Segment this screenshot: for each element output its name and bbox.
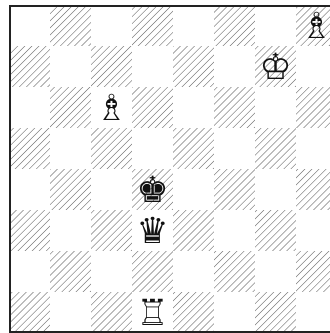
white-bishop-piece-h8[interactable]: ♗ xyxy=(300,6,330,47)
square-g1[interactable] xyxy=(255,292,296,333)
square-d6[interactable] xyxy=(132,87,173,128)
square-a3[interactable] xyxy=(9,210,50,251)
square-g5[interactable] xyxy=(255,128,296,169)
square-f1[interactable] xyxy=(214,292,255,333)
chess-board-svg: ♗♔♗♚♛♖ xyxy=(9,5,330,333)
square-f4[interactable] xyxy=(214,169,255,210)
square-c8[interactable] xyxy=(91,5,132,46)
square-b8[interactable] xyxy=(50,5,91,46)
square-c2[interactable] xyxy=(91,251,132,292)
square-a6[interactable] xyxy=(9,87,50,128)
chess-board: ♗♔♗♚♛♖ xyxy=(9,5,330,333)
square-d7[interactable] xyxy=(132,46,173,87)
square-c1[interactable] xyxy=(91,292,132,333)
square-e4[interactable] xyxy=(173,169,214,210)
square-h4[interactable] xyxy=(296,169,330,210)
square-e7[interactable] xyxy=(173,46,214,87)
square-e3[interactable] xyxy=(173,210,214,251)
square-b4[interactable] xyxy=(50,169,91,210)
square-b1[interactable] xyxy=(50,292,91,333)
square-h2[interactable] xyxy=(296,251,330,292)
square-e8[interactable] xyxy=(173,5,214,46)
square-b2[interactable] xyxy=(50,251,91,292)
square-h1[interactable] xyxy=(296,292,330,333)
square-d5[interactable] xyxy=(132,128,173,169)
square-e1[interactable] xyxy=(173,292,214,333)
white-bishop-piece-c6[interactable]: ♗ xyxy=(95,88,127,129)
black-queen-piece-d3[interactable]: ♛ xyxy=(136,211,168,252)
square-b5[interactable] xyxy=(50,128,91,169)
square-h6[interactable] xyxy=(296,87,330,128)
square-b6[interactable] xyxy=(50,87,91,128)
square-a8[interactable] xyxy=(9,5,50,46)
square-d8[interactable] xyxy=(132,5,173,46)
square-d2[interactable] xyxy=(132,251,173,292)
square-c7[interactable] xyxy=(91,46,132,87)
square-b3[interactable] xyxy=(50,210,91,251)
square-h3[interactable] xyxy=(296,210,330,251)
square-h5[interactable] xyxy=(296,128,330,169)
square-e6[interactable] xyxy=(173,87,214,128)
square-f2[interactable] xyxy=(214,251,255,292)
square-f5[interactable] xyxy=(214,128,255,169)
square-b7[interactable] xyxy=(50,46,91,87)
square-f3[interactable] xyxy=(214,210,255,251)
square-c4[interactable] xyxy=(91,169,132,210)
black-king-piece-d4[interactable]: ♚ xyxy=(136,170,168,211)
square-a2[interactable] xyxy=(9,251,50,292)
square-f6[interactable] xyxy=(214,87,255,128)
square-g4[interactable] xyxy=(255,169,296,210)
square-e2[interactable] xyxy=(173,251,214,292)
square-f8[interactable] xyxy=(214,5,255,46)
square-a5[interactable] xyxy=(9,128,50,169)
square-g2[interactable] xyxy=(255,251,296,292)
square-a1[interactable] xyxy=(9,292,50,333)
square-g8[interactable] xyxy=(255,5,296,46)
square-h7[interactable] xyxy=(296,46,330,87)
square-a4[interactable] xyxy=(9,169,50,210)
square-g6[interactable] xyxy=(255,87,296,128)
square-e5[interactable] xyxy=(173,128,214,169)
square-a7[interactable] xyxy=(9,46,50,87)
square-c5[interactable] xyxy=(91,128,132,169)
white-rook-piece-d1[interactable]: ♖ xyxy=(136,293,168,333)
square-c3[interactable] xyxy=(91,210,132,251)
square-g3[interactable] xyxy=(255,210,296,251)
white-king-piece-g7[interactable]: ♔ xyxy=(259,47,291,88)
square-f7[interactable] xyxy=(214,46,255,87)
